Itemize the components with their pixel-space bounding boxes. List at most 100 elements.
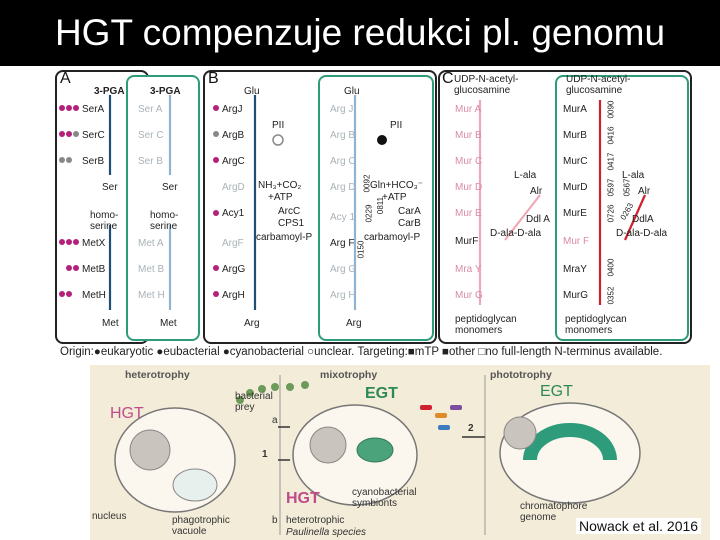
c-col1-side-1: Alr [530, 186, 543, 197]
b-col2-mid-5: carbamoyl-P [364, 232, 421, 243]
a-col2-item-9: Met [160, 318, 177, 329]
b-col1-mid-5: carbamoyl-P [256, 232, 313, 243]
b-col2-item-9: Arg [346, 318, 362, 329]
a-col2-item-6: Met A [138, 238, 164, 249]
panel-a-right [126, 75, 200, 341]
b-id-0: 0092 [362, 174, 372, 193]
b-col2-item-8: Arg H [330, 290, 356, 301]
b-col2-pii: PII [390, 120, 403, 131]
a-col1-item-3: SerB [82, 156, 105, 167]
heterotrophy-label: heterotrophy [125, 369, 190, 381]
panel-a-label: A [60, 70, 71, 87]
a-col2-item-1: Ser A [138, 104, 163, 115]
c-col2-side-0: L-ala [622, 170, 645, 181]
hgt-left-label: HGT [110, 405, 144, 422]
schematic-drawing [114, 375, 641, 535]
c-id-2: 0417 [606, 152, 616, 171]
c-col2-item-7: MraY [563, 264, 587, 275]
page-title: HGT compenzuje redukci pl. genomu [0, 0, 720, 66]
cyano-symbionts-label: cyanobacterial symbionts [352, 487, 417, 509]
c-id-7: 0400 [606, 258, 616, 277]
c-col1-item-7: Mra Y [455, 264, 482, 275]
b-col2-mid-2: +ATP [382, 192, 407, 203]
paulinella-label: Paulinella species [286, 527, 367, 538]
b-col2-mid-4: CarB [398, 218, 421, 229]
egt-right-label: EGT [540, 383, 573, 400]
egt-mid-label: EGT [365, 385, 398, 402]
c-col1-item-9: peptidoglycan monomers [455, 314, 517, 336]
a-col2-item-4: Ser [162, 182, 178, 193]
a-col1-item-6: MetX [82, 238, 106, 249]
b-col2-mid-3: CarA [398, 206, 421, 217]
panel-b-right [318, 75, 434, 341]
phototrophy-label: phototrophy [490, 369, 552, 381]
a-col2-item-7: Met B [138, 264, 165, 275]
b-col1-item-2: ArgB [222, 130, 245, 141]
c-id-8: 0352 [606, 286, 616, 305]
c-id-3: 0597 [606, 178, 616, 197]
b-col2-item-4: Arg D [330, 182, 356, 193]
a-col1-item-0: 3-PGA [94, 86, 125, 97]
c-col1-item-2: Mur B [455, 130, 482, 141]
b-col1-item-8: ArgH [222, 290, 245, 301]
chromatophore-label: chromatophore genome [520, 501, 588, 523]
c-col2-item-1: MurA [563, 104, 587, 115]
c-col1-side-3: D-ala-D-ala [490, 228, 542, 239]
b-id-3: 0150 [356, 240, 366, 259]
b-id-2: 0229 [364, 204, 374, 223]
b-col1-item-0: Glu [244, 86, 260, 97]
b-col1-item-9: Arg [244, 318, 260, 329]
c-id-5: 0726 [606, 204, 616, 223]
a-col2-item-5: homo-serine [150, 210, 179, 232]
step-a-label: a [272, 415, 278, 426]
a-col2-item-0: 3-PGA [150, 86, 181, 97]
b-col2-item-0: Glu [344, 86, 360, 97]
panel-c-label: C [442, 70, 454, 87]
c-col2-item-8: MurG [563, 290, 588, 301]
step-1-label: 1 [262, 449, 268, 460]
b-col2-item-3: Arg C [330, 156, 356, 167]
c-col2-side-1: Alr [638, 186, 651, 197]
b-col2-mid-1: Gln+HCO₃⁻ [370, 180, 423, 191]
c-col1-item-4: Mur D [455, 182, 483, 193]
c-col1-item-8: Mur G [455, 290, 483, 301]
c-col1-item-1: Mur A [455, 104, 482, 115]
panel-c-right [555, 75, 689, 341]
c-id-0: 0090 [606, 100, 616, 119]
b-col2-item-5: Acy 1 [330, 212, 356, 223]
c-col2-side-3: D-ala-D-ala [616, 228, 668, 239]
b-col1-item-4: ArgD [222, 182, 245, 193]
a-col1-item-9: Met [102, 318, 119, 329]
b-col1-item-7: ArgG [222, 264, 246, 275]
b-col1-item-3: ArgC [222, 156, 245, 167]
b-col1-mid-2: +ATP [268, 192, 293, 203]
b-col1-item-1: ArgJ [222, 104, 243, 115]
c-col1-item-3: Mur C [455, 156, 483, 167]
c-col2-item-5: MurE [563, 208, 587, 219]
a-col2-item-3: Ser B [138, 156, 164, 167]
b-col1-mid-4: CPS1 [278, 218, 305, 229]
b-id-1: 0811 [376, 196, 386, 215]
nucleus-label: nucleus [92, 511, 127, 522]
mixotrophy-label: mixotrophy [320, 369, 378, 381]
b-col1-mid-1: NH₃+CO₂ [258, 180, 302, 191]
c-col2-item-0: UDP-N-acetyl-glucosamine [566, 74, 631, 96]
a-col1-item-5: homo-serine [90, 210, 119, 232]
step-b-label: b [272, 515, 278, 526]
c-col1-item-0: UDP-N-acetyl-glucosamine [454, 74, 519, 96]
b-col1-item-6: ArgF [222, 238, 244, 249]
c-id-4: 0567 [622, 178, 632, 197]
b-col1-mid-3: ArcC [278, 206, 301, 217]
b-col2-item-7: Arg G [330, 264, 357, 275]
a-col2-item-8: Met H [138, 290, 165, 301]
a-col1-item-2: SerC [82, 130, 105, 141]
c-col2-item-4: MurD [563, 182, 588, 193]
c-col2-item-3: MurC [563, 156, 588, 167]
phagotrophic-vacuole-label: phagotrophic vacuole [172, 515, 230, 537]
c-col1-item-5: Mur E [455, 208, 482, 219]
b-col1-item-5: Acy1 [222, 208, 245, 219]
c-id-1: 0416 [606, 126, 616, 145]
a-col1-item-1: SerA [82, 104, 105, 115]
evolution-schematic: heterotrophy mixotrophy phototrophy HGT … [90, 365, 710, 540]
